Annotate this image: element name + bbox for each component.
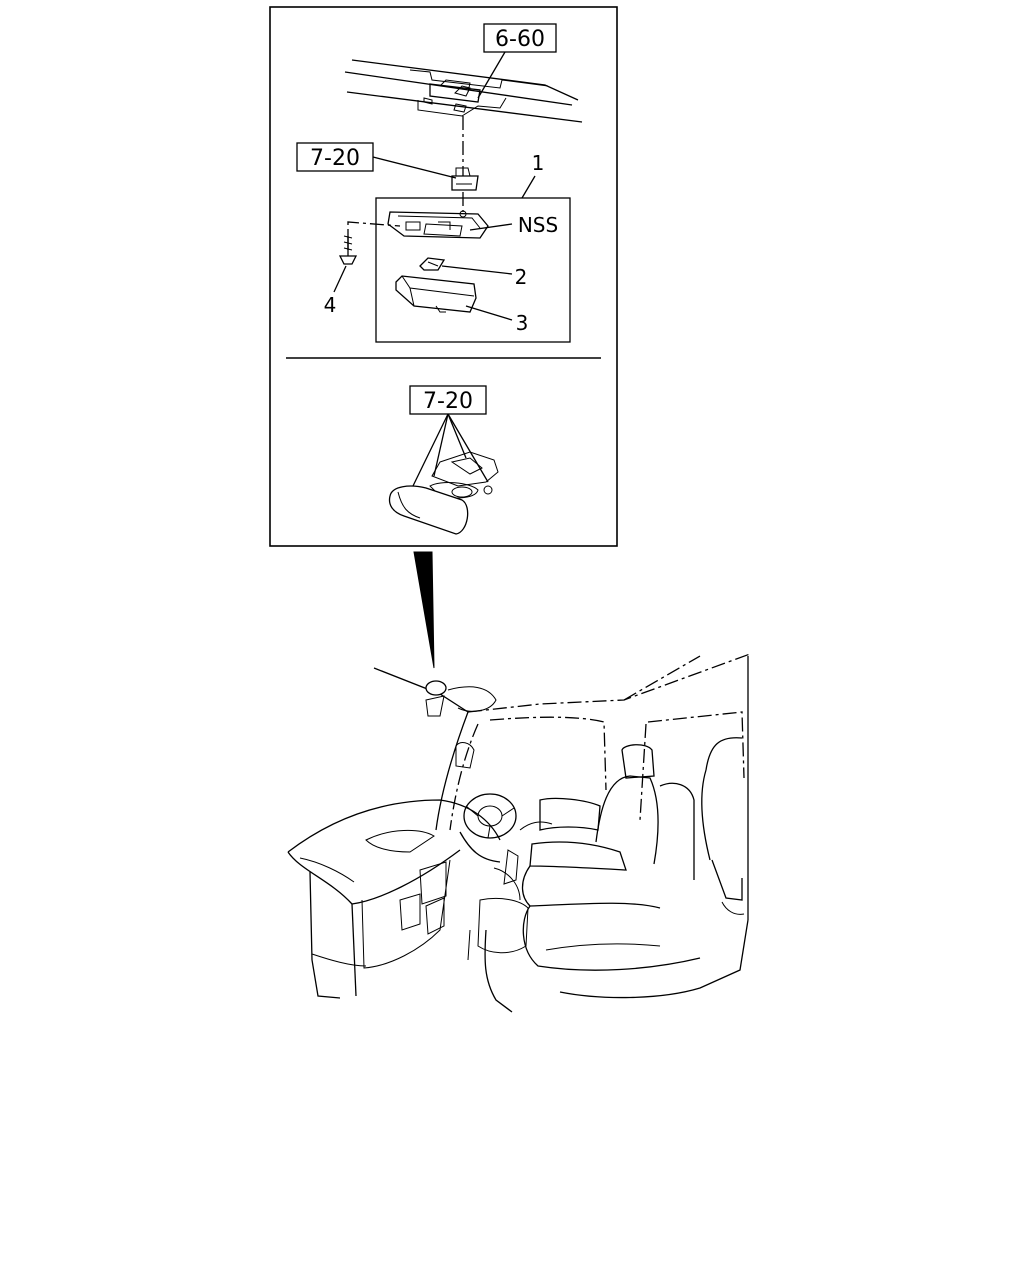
label-1: 1: [532, 151, 545, 175]
ref-6-60-text: 6-60: [495, 27, 545, 52]
assembly-box: 1: [375, 151, 571, 343]
bulb: 2: [419, 257, 528, 289]
mirror-assembly: [388, 451, 499, 535]
ref-box-mirror-bottom: 7-20: [409, 385, 489, 489]
ref-7-20-bottom-text: 7-20: [423, 389, 473, 414]
ref-box-roof: 6-60: [477, 23, 557, 99]
ref-7-20-top-text: 7-20: [310, 146, 360, 171]
lens-cover: 3: [395, 275, 529, 335]
cab-interior-drawing: [287, 653, 751, 1013]
roof-panel-drawing: [344, 59, 583, 123]
label-3: 3: [516, 311, 529, 335]
lamp-housing: NSS: [387, 210, 558, 239]
screw: 4: [324, 221, 401, 317]
label-4: 4: [324, 293, 337, 317]
label-nss: NSS: [518, 213, 558, 237]
detail-panel: [269, 6, 618, 547]
mounting-bracket: [451, 167, 479, 191]
label-2: 2: [515, 265, 528, 289]
ref-box-mirror-top: 7-20: [296, 142, 457, 179]
pointer-arrow: [413, 551, 435, 669]
